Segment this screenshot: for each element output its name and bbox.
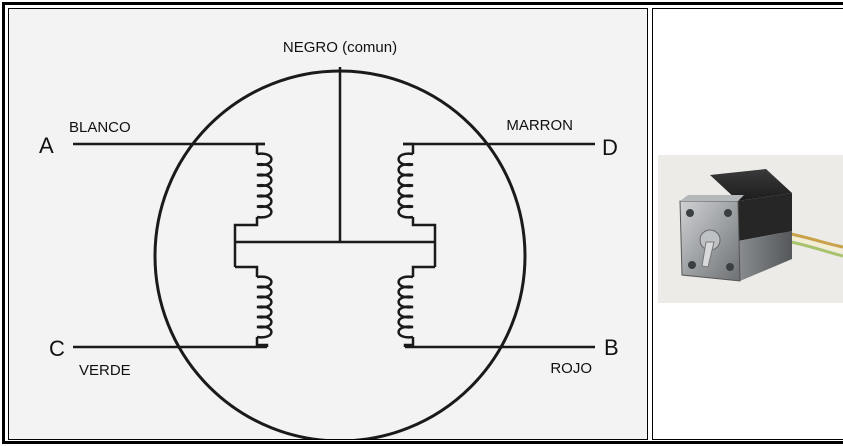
center-wire-label: NEGRO (comun) bbox=[283, 39, 397, 56]
coil-c-lead bbox=[235, 265, 259, 277]
terminal-c-color: VERDE bbox=[79, 362, 131, 379]
coil-d-lead bbox=[403, 142, 415, 154]
coil-d-lead bbox=[411, 217, 437, 227]
stepper-wiring-diagram: NEGRO (comun) A BLANCO D MARRON C VERDE … bbox=[9, 9, 647, 439]
terminal-a-color: BLANCO bbox=[69, 119, 131, 136]
coil-d-winding bbox=[397, 152, 414, 219]
stepper-motor-photo bbox=[658, 155, 843, 303]
diagram-background bbox=[9, 9, 647, 439]
stepper-motor-icon bbox=[658, 155, 843, 303]
coil-c-winding bbox=[256, 275, 273, 339]
terminal-d-letter: D bbox=[602, 135, 618, 160]
terminal-a-letter: A bbox=[39, 133, 54, 158]
terminal-d-color: MARRON bbox=[506, 117, 573, 134]
terminal-b-letter: B bbox=[604, 335, 619, 360]
coil-c-lead bbox=[255, 337, 269, 347]
coil-b-winding bbox=[397, 275, 414, 339]
terminal-c-letter: C bbox=[49, 336, 65, 361]
coil-a-lead bbox=[233, 217, 259, 227]
coil-b-lead bbox=[403, 337, 415, 347]
coil-a-lead bbox=[255, 142, 265, 154]
coil-group bbox=[233, 142, 437, 347]
terminal-b-color: ROJO bbox=[550, 360, 592, 377]
coil-b-lead bbox=[411, 265, 435, 277]
coil-a-winding bbox=[256, 152, 273, 219]
